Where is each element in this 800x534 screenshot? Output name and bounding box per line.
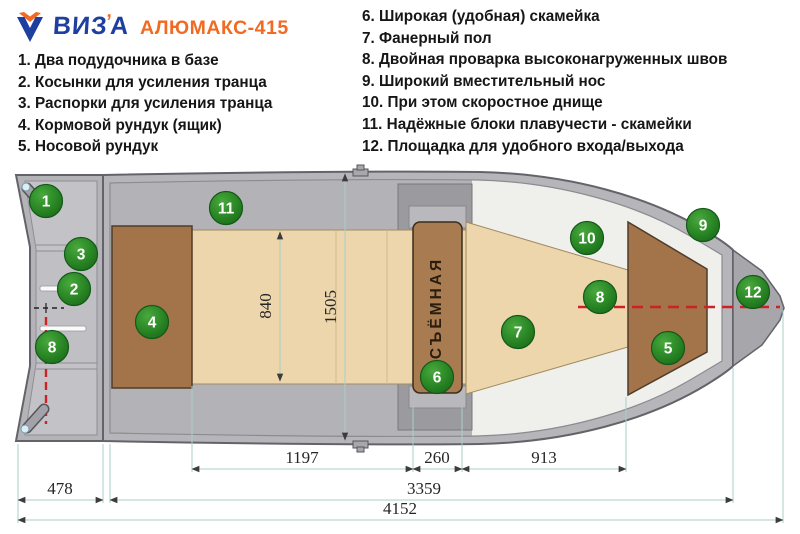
marker-number: 5 xyxy=(664,341,673,358)
marker-circle xyxy=(735,274,771,310)
feature-marker-12: 12 xyxy=(735,274,771,310)
feature-marker-6: 6 xyxy=(419,359,455,395)
marker-number: 7 xyxy=(514,325,523,342)
marker-circle xyxy=(56,271,92,307)
marker-circle xyxy=(500,314,536,350)
oarlock-top xyxy=(352,164,369,177)
feature-item: 10. При этом скоростное днище xyxy=(362,94,603,112)
hull: СЪЁМНАЯ xyxy=(102,164,785,453)
feature-list-left: 1. Два подудочника в базе 2. Косынки для … xyxy=(18,50,272,158)
feature-item: 2. Косынки для усиления транца xyxy=(18,73,267,91)
marker-circle xyxy=(419,359,455,395)
feature-item: 11. Надёжные блоки плавучести - скамейки xyxy=(362,115,692,133)
dim-label-478: 478 xyxy=(47,479,73,498)
feature-marker-3: 3 xyxy=(63,236,99,272)
feature-list-right: 6. Широкая (удобная) скамейка 7. Фанерный… xyxy=(362,6,727,157)
marker-number: 11 xyxy=(218,201,235,218)
feature-marker-8: 8 xyxy=(582,279,618,315)
rod-holder-opening xyxy=(21,182,31,192)
marker-number: 9 xyxy=(699,218,708,235)
feature-item: 3. Распорки для усиления транца xyxy=(18,95,273,113)
marker-number: 12 xyxy=(744,285,761,302)
marker-number: 2 xyxy=(70,282,79,299)
feature-marker-11: 11 xyxy=(208,190,244,226)
removable-bench-label: СЪЁМНАЯ xyxy=(428,257,445,359)
oarlock-bottom xyxy=(352,440,369,453)
feature-marker-4: 4 xyxy=(134,304,170,340)
marker-number: 3 xyxy=(77,247,86,264)
feature-item: 9. Широкий вместительный нос xyxy=(362,72,606,90)
rod-holder-opening xyxy=(20,424,30,434)
dim-label-260: 260 xyxy=(424,448,450,467)
dim-label-913: 913 xyxy=(531,448,557,467)
feature-item: 12. Площадка для удобного входа/выхода xyxy=(362,137,684,155)
marker-number: 10 xyxy=(578,231,595,248)
dim-label-4152: 4152 xyxy=(383,499,417,518)
transom-gusset xyxy=(39,325,87,332)
model-name: АЛЮМАКС-415 xyxy=(140,17,289,39)
feature-item: 7. Фанерный пол xyxy=(362,29,492,47)
feature-marker-5: 5 xyxy=(650,330,686,366)
rod-holder xyxy=(23,405,48,432)
feature-marker-8: 8 xyxy=(34,329,70,365)
transom-section xyxy=(14,174,104,442)
marker-number: 8 xyxy=(596,290,605,307)
dimensions: 840 1505 1197 260 913 478 3359 4152 xyxy=(17,173,784,524)
feature-markers: 1 3 2 8 11 4 6 7 10 8 9 5 12 xyxy=(28,183,771,395)
feature-marker-7: 7 xyxy=(500,314,536,350)
feature-item: 8. Двойная проварка высоконагруженных шв… xyxy=(362,51,728,69)
brand-logo-icon xyxy=(17,12,43,42)
marker-circle xyxy=(63,236,99,272)
marker-circle xyxy=(650,330,686,366)
marker-number: 6 xyxy=(433,370,442,387)
marker-circle xyxy=(34,329,70,365)
feature-item: 4. Кормовой рундук (ящик) xyxy=(18,116,222,134)
marker-circle xyxy=(28,183,64,219)
logo-v-shape xyxy=(17,17,43,42)
feature-item: 6. Широкая (удобная) скамейка xyxy=(362,8,600,25)
marker-circle xyxy=(569,220,605,256)
bow-locker xyxy=(627,220,708,397)
feature-item: 5. Носовой рундук xyxy=(18,138,159,156)
dim-label-840: 840 xyxy=(256,293,275,319)
feature-marker-10: 10 xyxy=(569,220,605,256)
marker-circle xyxy=(208,190,244,226)
marker-number: 1 xyxy=(42,194,51,211)
gunwale-inner-line xyxy=(109,179,723,437)
feature-marker-9: 9 xyxy=(685,207,721,243)
dim-label-1505: 1505 xyxy=(321,290,340,324)
feature-item: 1. Два подудочника в базе xyxy=(18,52,219,69)
marker-circle xyxy=(685,207,721,243)
dim-label-1197: 1197 xyxy=(285,448,319,467)
logo-wing-shape xyxy=(19,12,41,22)
marker-number: 8 xyxy=(48,340,57,357)
feature-marker-2: 2 xyxy=(56,271,92,307)
dim-label-3359: 3359 xyxy=(407,479,441,498)
marker-circle xyxy=(582,279,618,315)
marker-number: 4 xyxy=(148,315,157,332)
feature-marker-1: 1 xyxy=(28,183,64,219)
marker-circle xyxy=(134,304,170,340)
